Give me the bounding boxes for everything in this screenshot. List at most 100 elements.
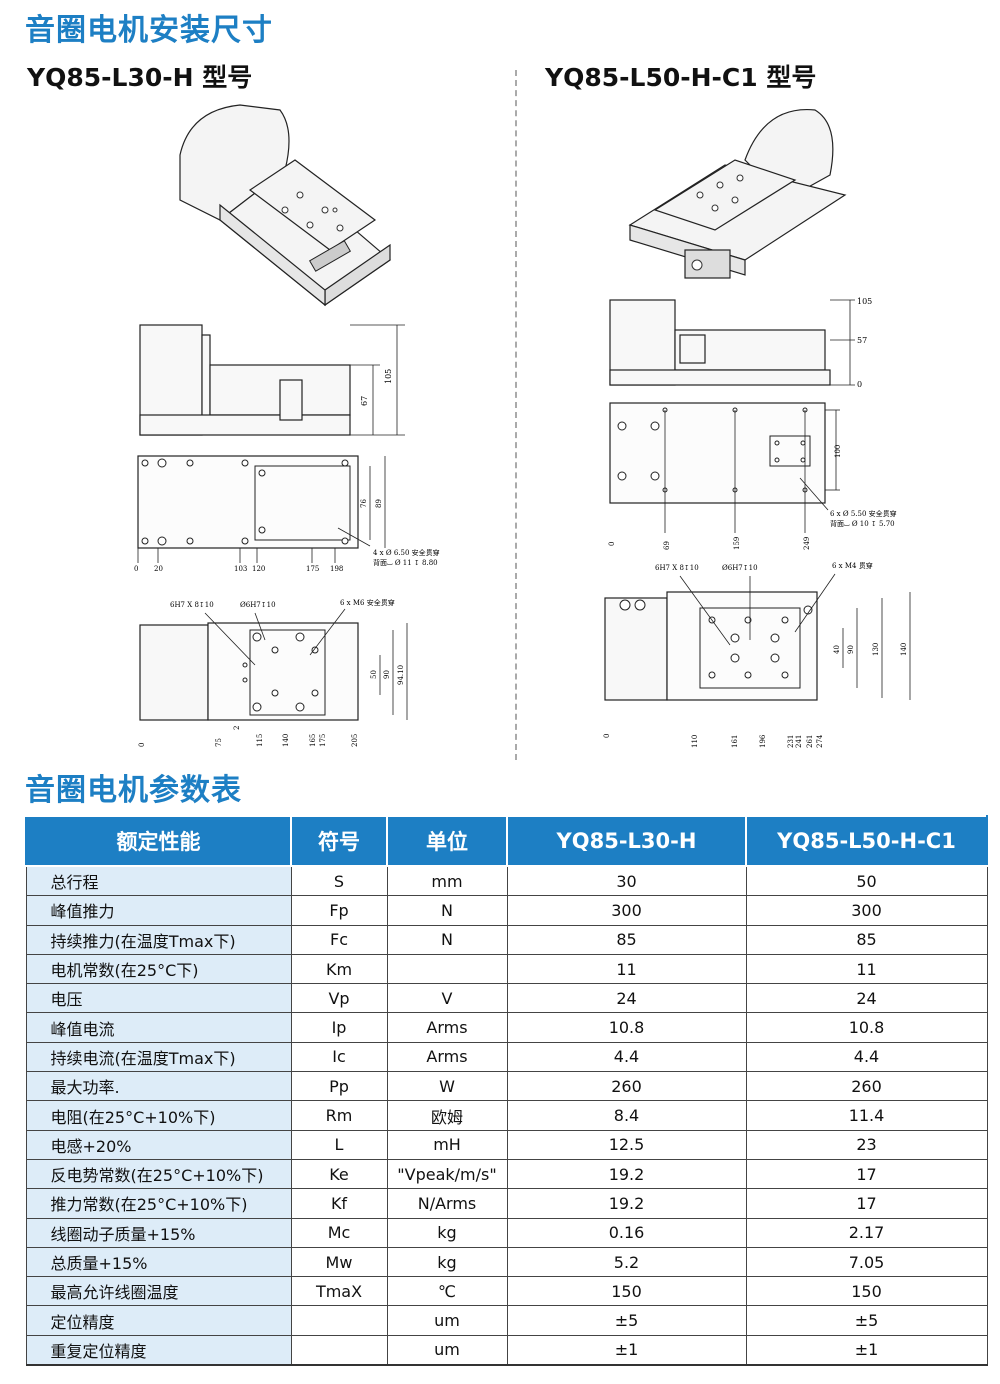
param-name: 持续推力(在温度Tmax下) <box>25 924 292 955</box>
left-top-dim-89: 89 <box>375 499 383 508</box>
param-value-l50: 24 <box>745 983 988 1014</box>
right-bottom-note-dia: Ø6H7↧10 <box>722 564 758 572</box>
param-symbol: Pp <box>290 1071 388 1102</box>
param-unit: 欧姆 <box>386 1100 508 1131</box>
param-name: 最高允许线圈温度 <box>25 1276 292 1307</box>
right-bottom-dim-130: 130 <box>872 643 880 656</box>
param-symbol: Mw <box>290 1246 388 1278</box>
left-bottom-tick-140: 140 <box>282 734 290 747</box>
param-value-l50: 4.4 <box>745 1041 988 1073</box>
param-value-l30: ±1 <box>506 1334 747 1367</box>
install-section-title: 音圈电机安装尺寸 <box>25 13 273 48</box>
left-bottom-tick-205: 205 <box>351 734 359 747</box>
param-symbol: Fc <box>290 924 388 955</box>
header-unit: 单位 <box>386 815 508 867</box>
left-bottom-tick-115: 115 <box>256 734 264 747</box>
right-top-tick-0: 0 <box>608 542 616 546</box>
right-side-view: 105 57 0 <box>609 297 872 389</box>
param-symbol: TmaX <box>290 1276 388 1307</box>
param-value-l30: 10.8 <box>506 1012 747 1043</box>
right-bottom-tick-0: 0 <box>603 734 611 738</box>
left-side-dim-105: 105 <box>384 369 393 384</box>
param-value-l50: 17 <box>745 1188 988 1219</box>
right-bottom-note-pin: 6H7 X 8↧10 <box>655 564 699 572</box>
param-value-l30: 260 <box>506 1071 747 1102</box>
left-top-tick-20: 20 <box>154 565 163 573</box>
param-value-l30: ±5 <box>506 1305 747 1336</box>
left-isometric-view <box>179 104 391 307</box>
param-value-l30: 300 <box>506 895 747 926</box>
header-model-l50: YQ85-L50-H-C1 <box>745 815 988 867</box>
param-symbol: L <box>290 1129 388 1160</box>
left-top-tick-0: 0 <box>134 565 138 573</box>
param-value-l50: ±5 <box>745 1305 988 1336</box>
param-value-l30: 0.16 <box>506 1217 747 1248</box>
param-name: 最大功率. <box>25 1071 292 1102</box>
param-value-l50: 17 <box>745 1158 988 1190</box>
param-value-l50: 50 <box>745 865 988 897</box>
param-name: 定位精度 <box>25 1305 292 1336</box>
right-bottom-view: 6H7 X 8↧10 Ø6H7↧10 6 x M4 贯穿 40 90 130 1… <box>603 561 911 748</box>
param-value-l30: 8.4 <box>506 1100 747 1131</box>
header-symbol: 符号 <box>290 815 388 867</box>
param-value-l50: 10.8 <box>745 1012 988 1043</box>
params-header-row: 额定性能 符号 单位 YQ85-L30-H YQ85-L50-H-C1 <box>25 815 988 867</box>
param-value-l50: 300 <box>745 895 988 926</box>
left-top-tick-198: 198 <box>330 565 343 573</box>
param-value-l30: 24 <box>506 983 747 1014</box>
param-symbol: Vp <box>290 983 388 1014</box>
left-bottom-tick-75: 75 <box>215 738 223 747</box>
right-bottom-tick-261: 261 <box>806 735 814 748</box>
param-unit: kg <box>386 1217 508 1248</box>
left-bottom-note-pin: 6H7 X 8↧10 <box>170 601 214 609</box>
left-bottom-tick-175: 175 <box>319 734 327 747</box>
param-value-l50: 11 <box>745 953 988 985</box>
left-top-tick-175: 175 <box>306 565 319 573</box>
param-symbol: Rm <box>290 1100 388 1131</box>
param-value-l50: ±1 <box>745 1334 988 1367</box>
right-top-note-back: 背面⌴ Ø 10 ↧ 5.70 <box>830 519 895 528</box>
left-top-tick-103: 103 <box>234 565 247 573</box>
param-unit: N <box>386 895 508 926</box>
param-value-l30: 150 <box>506 1276 747 1307</box>
left-bottom-dim-50: 50 <box>370 670 378 679</box>
param-unit: um <box>386 1305 508 1336</box>
left-side-dim-67: 67 <box>360 396 369 406</box>
param-name: 持续电流(在温度Tmax下) <box>25 1041 292 1073</box>
param-value-l30: 5.2 <box>506 1246 747 1278</box>
right-bottom-dim-40: 40 <box>833 645 841 654</box>
param-symbol: Kf <box>290 1188 388 1219</box>
param-unit: mH <box>386 1129 508 1160</box>
param-value-l30: 11 <box>506 953 747 985</box>
left-bottom-tick-2: 2 <box>233 726 241 730</box>
param-name: 电机常数(在25°C下) <box>25 953 292 985</box>
right-bottom-tick-161: 161 <box>731 735 739 748</box>
left-top-tick-120: 120 <box>252 565 265 573</box>
right-side-dim-57: 57 <box>857 336 867 345</box>
left-bottom-dim-90: 90 <box>383 670 391 679</box>
right-bottom-dim-90: 90 <box>847 645 855 654</box>
param-symbol <box>290 1334 388 1367</box>
right-top-dim-100: 100 <box>834 445 842 458</box>
param-value-l30: 19.2 <box>506 1158 747 1190</box>
param-value-l50: 23 <box>745 1129 988 1160</box>
right-top-tick-249: 249 <box>803 537 811 550</box>
param-symbol: Km <box>290 953 388 985</box>
param-unit: W <box>386 1071 508 1102</box>
param-unit: Arms <box>386 1041 508 1073</box>
right-bottom-tick-231: 231 <box>787 735 795 748</box>
right-top-view: 100 6 x Ø 5.50 安全贯穿 背面⌴ Ø 10 ↧ 5.70 0 69… <box>608 402 897 550</box>
right-model-title: YQ85-L50-H-C1 型号 <box>545 63 817 92</box>
param-name: 线圈动子质量+15% <box>25 1217 292 1248</box>
left-bottom-note-dia: Ø6H7↧10 <box>240 601 276 609</box>
